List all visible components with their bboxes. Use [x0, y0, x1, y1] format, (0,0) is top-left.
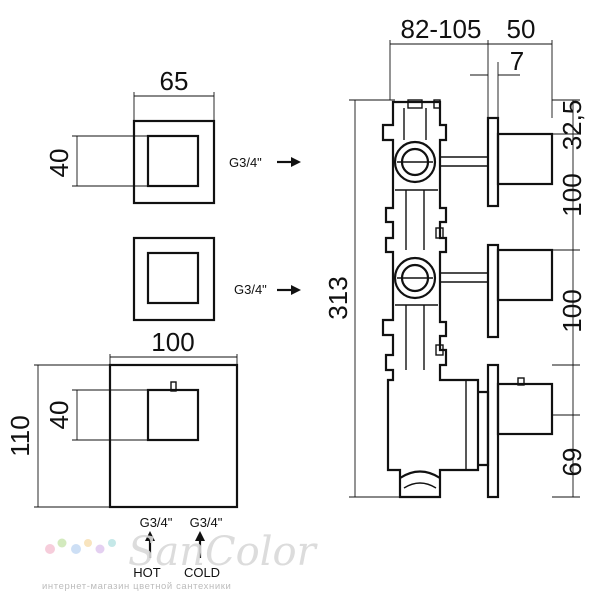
thermostat-knob	[146, 388, 200, 442]
thermostat-width-label: 100	[151, 327, 194, 357]
side-knob-2	[496, 248, 554, 302]
depth-label: 82-105	[401, 14, 482, 44]
valve-body	[381, 100, 480, 499]
hot-inlet-size-label: G3/4"	[140, 515, 173, 530]
logo-dot-icon	[45, 544, 55, 554]
watermark-tagline: интернет-магазин цветной сантехники	[42, 581, 231, 592]
bottom-offset-label: 69	[557, 448, 587, 477]
logo-dot-icon	[57, 538, 67, 548]
valve-circle-2	[393, 256, 437, 300]
watermark-brand: SanColor	[128, 529, 319, 575]
top-handle-view: 65 40 G3/4"	[44, 66, 301, 205]
top-width-label: 65	[160, 66, 189, 96]
logo-dot-icon	[84, 539, 92, 547]
top-handle-knob	[146, 134, 200, 188]
total-height-label: 313	[323, 276, 353, 319]
top-inlet-label: G3/4"	[229, 155, 262, 170]
hot-arrow-head-icon	[145, 531, 155, 541]
side-view: 82-105 50 7 313 32,5 100 100 69	[323, 14, 587, 499]
middle-handle-knob	[146, 251, 200, 305]
top-arrow-head-icon	[291, 157, 301, 167]
spacing-2-label: 100	[557, 289, 587, 332]
top-height-label: 40	[44, 149, 74, 178]
side-knob-3	[496, 382, 554, 436]
knob-height-label: 40	[44, 401, 74, 430]
logo-dot-icon	[71, 544, 81, 554]
thermostat-view: 100 110 40 G3/4" G3/4" HOT COLD	[5, 327, 239, 580]
middle-handle-plate	[132, 236, 216, 322]
thermostat-height-label: 110	[5, 415, 35, 456]
cold-arrow-head-icon	[195, 531, 205, 541]
side-knob-1	[496, 132, 554, 186]
plate-2	[486, 243, 500, 339]
middle-handle-view: G3/4"	[132, 236, 301, 322]
plate-thickness-label: 7	[510, 46, 524, 76]
logo-dot-icon	[108, 539, 116, 547]
plate-3	[486, 363, 500, 499]
hot-label: HOT	[133, 565, 161, 580]
flange-label: 50	[507, 14, 536, 44]
cold-label: COLD	[184, 565, 220, 580]
thermostat-indicator	[170, 381, 177, 392]
middle-arrow-head-icon	[291, 285, 301, 295]
watermark: SanColor интернет-магазин цветной сантех…	[42, 529, 319, 592]
spacing-1-label: 100	[557, 173, 587, 216]
thermostat-plate	[108, 363, 239, 509]
cold-inlet-size-label: G3/4"	[190, 515, 223, 530]
middle-inlet-label: G3/4"	[234, 282, 267, 297]
top-handle-plate	[132, 119, 216, 205]
plate-1	[486, 116, 500, 208]
valve-circle-1	[393, 140, 437, 184]
top-offset-label: 32,5	[557, 100, 587, 151]
logo-dot-icon	[95, 544, 105, 554]
